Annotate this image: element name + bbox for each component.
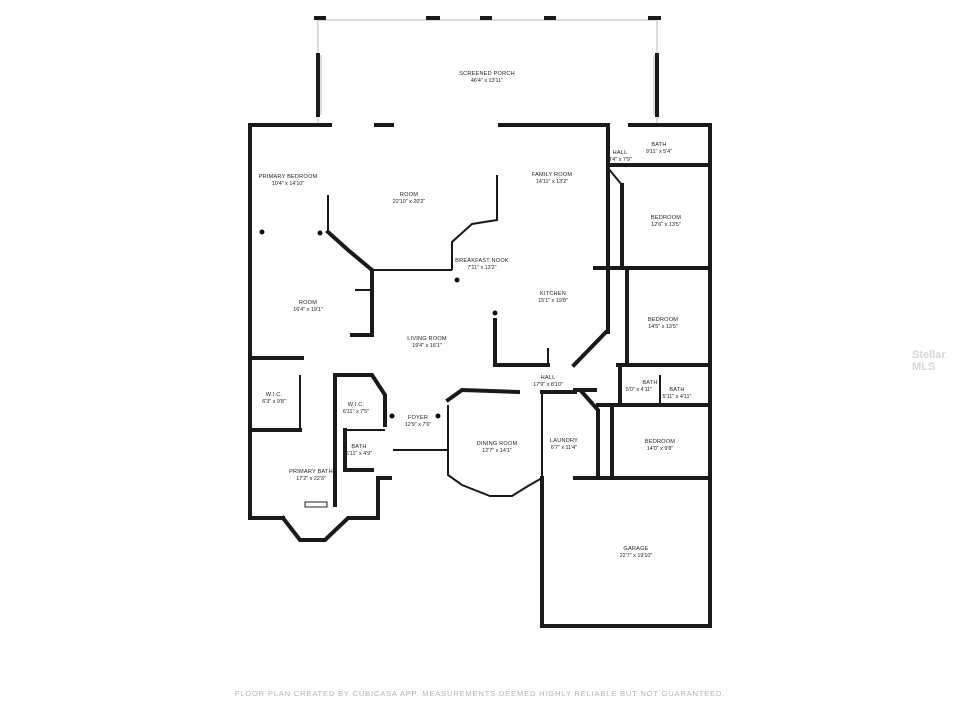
primary-bath-label: PRIMARY BATH — [289, 469, 333, 475]
kitchen-label: KITCHEN — [540, 291, 566, 297]
bath-small-label: BATH — [351, 444, 366, 450]
watermark: Stellar MLS — [912, 349, 946, 373]
interior-walls — [248, 123, 712, 507]
kitchen-size: 15'1" x 19'8" — [538, 298, 568, 304]
garage-size: 22'7" x 19'10" — [620, 553, 653, 559]
screened-porch-label: SCREENED PORCH — [459, 71, 515, 77]
family-room-size: 14'11" x 13'2" — [536, 179, 568, 185]
wic-1-size: 6'3" x 9'8" — [262, 399, 286, 405]
screened-porch-outline — [314, 16, 661, 125]
breakfast-nook-size: 7'11" x 13'2" — [467, 265, 496, 271]
laundry-label: LAUNDRY — [550, 438, 578, 444]
primary-bedroom-size: 10'4" x 14'10" — [272, 181, 305, 187]
markers — [259, 229, 498, 508]
laundry-size: 6'7" x 11'4" — [551, 445, 577, 451]
bath-a-label: BATH — [642, 380, 657, 386]
bedroom-1-size: 12'6" x 13'5" — [651, 222, 681, 228]
primary-bath-size: 17'2" x 22'3" — [296, 476, 326, 482]
hall-top-label: HALL — [613, 150, 628, 156]
footer-disclaimer: FLOOR PLAN CREATED BY CUBICASA APP. MEAS… — [234, 689, 726, 698]
bath-small-size: 6'11" x 4'9" — [346, 451, 372, 457]
bath-a-size: 5'0" x 4'11" — [626, 387, 652, 393]
living-room-label: LIVING ROOM — [407, 336, 447, 342]
bedroom-2-size: 14'5" x 13'5" — [648, 324, 678, 330]
primary-bedroom-label: PRIMARY BEDROOM — [259, 174, 318, 180]
foyer-size: 12'9" x 7'6" — [405, 422, 432, 428]
bath-b-label: BATH — [669, 387, 684, 393]
bedroom-3-size: 14'0" x 9'8" — [647, 446, 674, 452]
room-2-label: ROOM — [299, 300, 317, 306]
wic-1-label: W.I.C. — [266, 392, 283, 398]
dining-room-label: DINING ROOM — [477, 441, 518, 447]
room-1-label: ROOM — [400, 192, 418, 198]
dining-room-size: 12'7" x 14'1" — [482, 448, 512, 454]
screened-porch-size: 46'4" x 13'11" — [471, 78, 503, 84]
wic-2-size: 6'11" x 7'5" — [343, 409, 369, 415]
hall-top-size: 3'4" x 7'9" — [608, 157, 632, 163]
wic-2-label: W.I.C. — [348, 402, 365, 408]
bath-top-label: BATH — [651, 142, 666, 148]
breakfast-nook-label: BREAKFAST NOOK — [455, 258, 509, 264]
garage-label: GARAGE — [623, 546, 648, 552]
bath-b-size: 5'11" x 4'11" — [663, 394, 692, 400]
hall-mid-label: HALL — [541, 375, 556, 381]
family-room-label: FAMILY ROOM — [532, 172, 573, 178]
bedroom-3-label: BEDROOM — [645, 439, 675, 445]
hall-mid-size: 17'9" x 8'10" — [533, 382, 563, 388]
bedroom-2-label: BEDROOM — [648, 317, 678, 323]
bath-top-size: 9'11" x 5'4" — [646, 149, 672, 155]
room-2-size: 16'4" x 19'1" — [293, 307, 323, 313]
room-1-size: 22'10" x 20'2" — [393, 199, 426, 205]
bedroom-1-label: BEDROOM — [651, 215, 681, 221]
foyer-label: FOYER — [408, 415, 428, 421]
living-room-size: 19'4" x 16'1" — [412, 343, 442, 349]
